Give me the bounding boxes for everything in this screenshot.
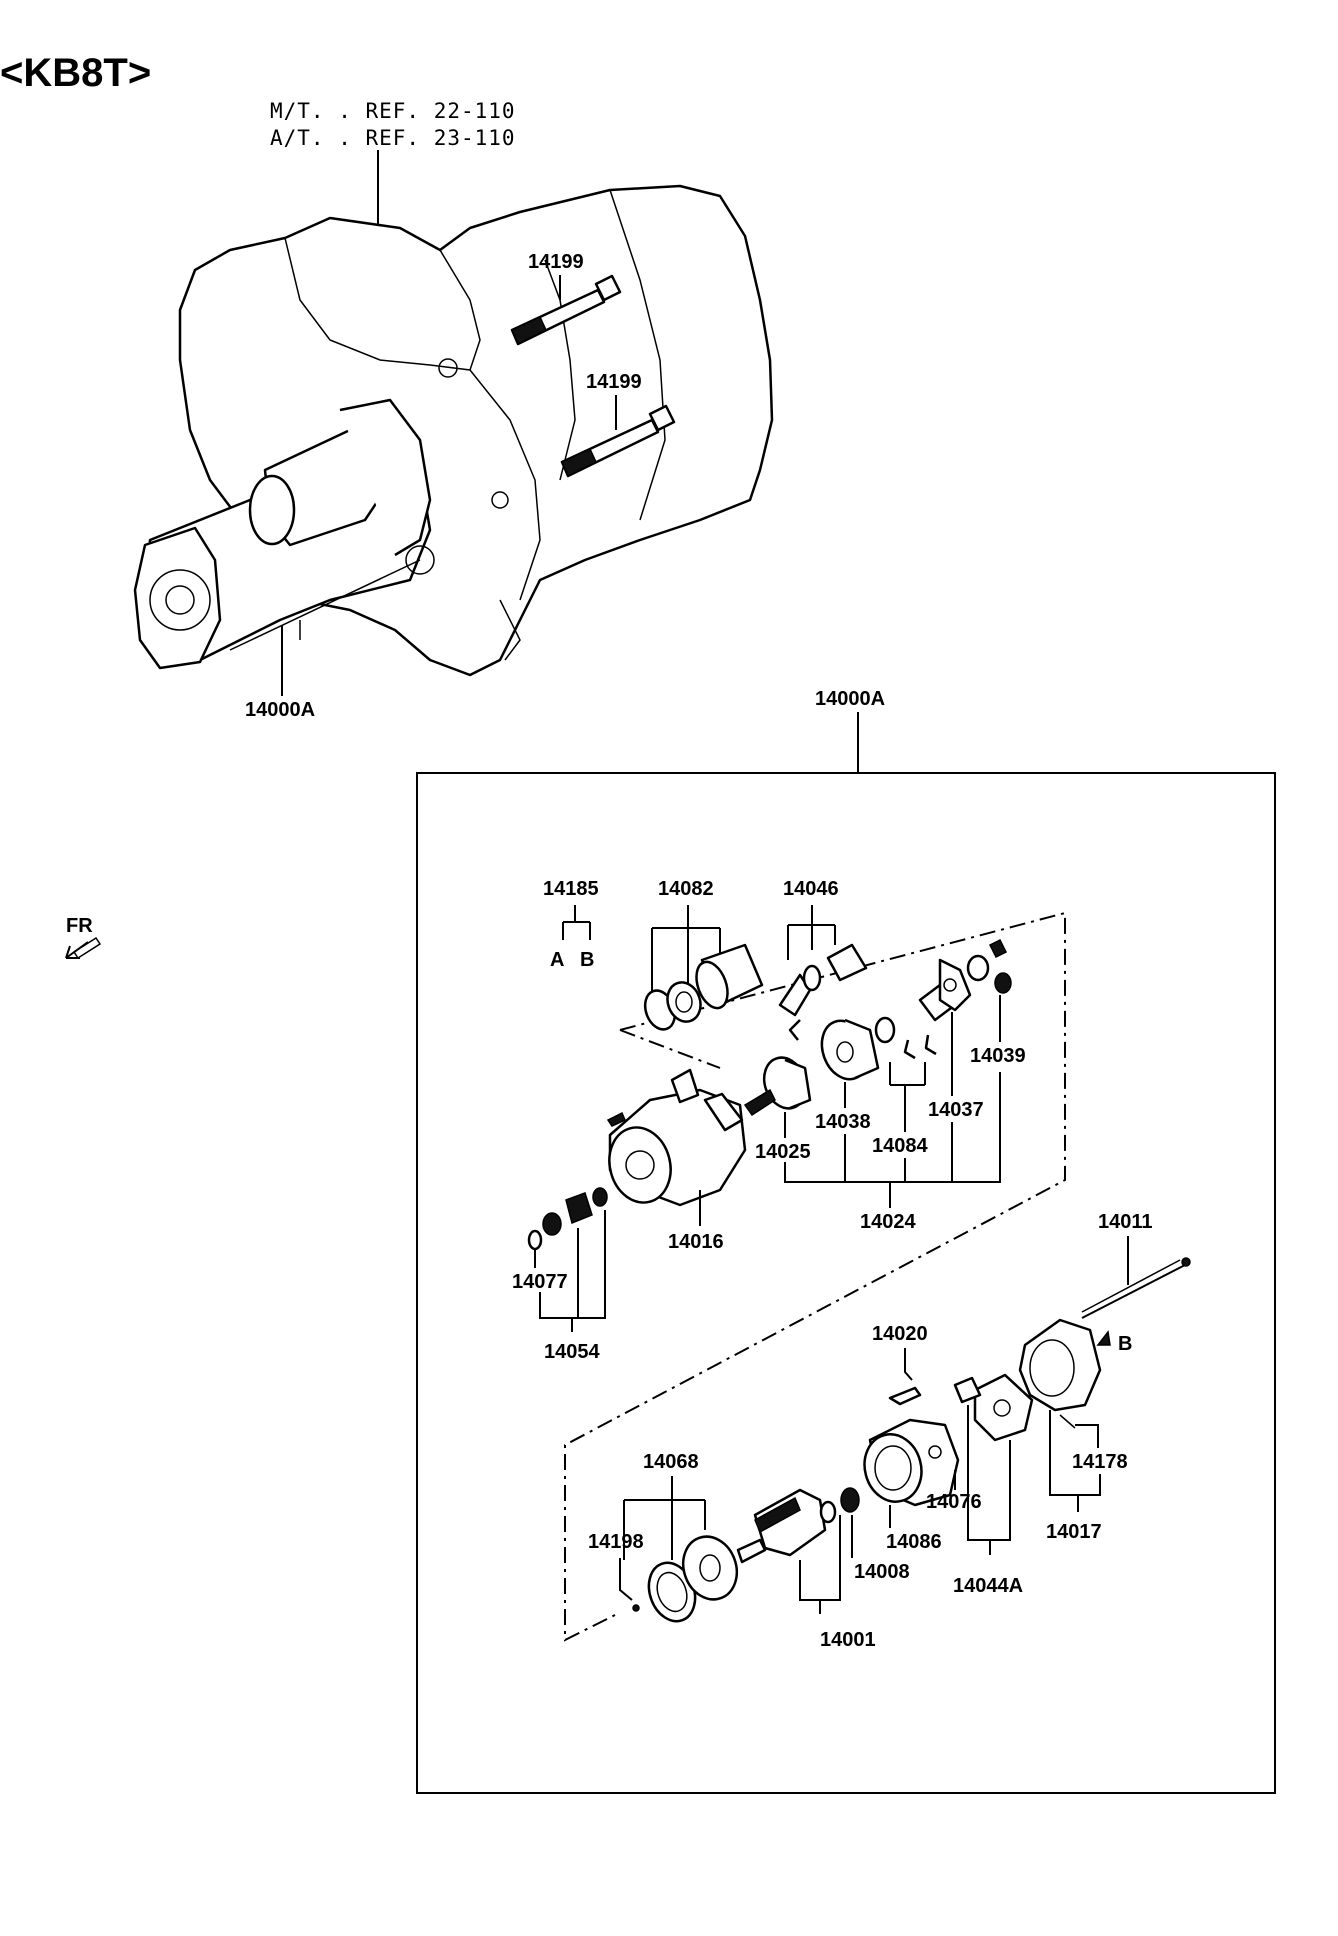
label-fr: FR [66,915,93,937]
part-14084 [874,1016,937,1060]
part-14016 [606,1068,747,1207]
label-14082: 14082 [658,878,714,900]
label-14038: 14038 [815,1111,871,1133]
label-14037: 14037 [928,1099,984,1121]
label-14017: 14017 [1046,1521,1102,1543]
label-14086: 14086 [886,1531,942,1553]
label-14001: 14001 [820,1629,876,1651]
label-14084: 14084 [872,1135,928,1157]
starter-motor-installed [133,398,435,670]
exploded-view-frame [416,772,1276,1794]
front-orientation-indicator: FR [65,915,102,960]
label-14054: 14054 [544,1341,600,1363]
part-14017-end-cover [1018,1318,1111,1429]
label-14077: 14077 [512,1271,568,1293]
label-14008: 14008 [854,1561,910,1583]
ref-at: A/T. . REF. 23-110 [270,126,516,150]
part-14038 [820,1018,880,1081]
label-14016: 14016 [668,1231,724,1253]
ref-mt: M/T. . REF. 22-110 [270,99,516,123]
part-14046 [778,943,868,1041]
page-title: <KB8T> [0,51,151,95]
label-14076: 14076 [926,1491,982,1513]
part-14011 [1081,1257,1191,1319]
label-14185-a: A [550,949,564,971]
bolt-14199-upper [510,274,622,346]
label-14178: 14178 [1072,1451,1128,1473]
label-14024: 14024 [860,1211,916,1233]
part-14020 [888,1386,922,1406]
bolt-14199-lower [560,404,676,478]
part-14077 [527,1187,608,1251]
label-14020: 14020 [872,1323,928,1345]
label-14185: 14185 [543,878,599,900]
label-14198: 14198 [588,1531,644,1553]
arrow-b-icon [1096,1330,1111,1346]
part-14082 [643,943,764,1031]
label-14039: 14039 [970,1045,1026,1067]
label-14000A-starter: 14000A [245,699,315,721]
label-14011: 14011 [1098,1211,1153,1233]
part-14037 [918,958,972,1022]
label-14199-upper: 14199 [528,251,584,273]
part-14044A-brush-holder [953,1373,1034,1442]
part-14086-yoke [863,1418,960,1507]
part-14025 [743,1056,812,1117]
label-14185-b: B [580,949,594,971]
part-14039 [966,938,1012,994]
label-b: B [1118,1333,1132,1355]
part-14068-cover [632,1535,739,1623]
label-14046: 14046 [783,878,839,900]
part-14001-armature [736,1487,860,1564]
label-14068: 14068 [643,1451,699,1473]
label-14025: 14025 [755,1141,811,1163]
label-14199-lower: 14199 [586,371,642,393]
label-14044A: 14044A [953,1575,1023,1597]
label-14000A-exploded: 14000A [815,688,885,710]
